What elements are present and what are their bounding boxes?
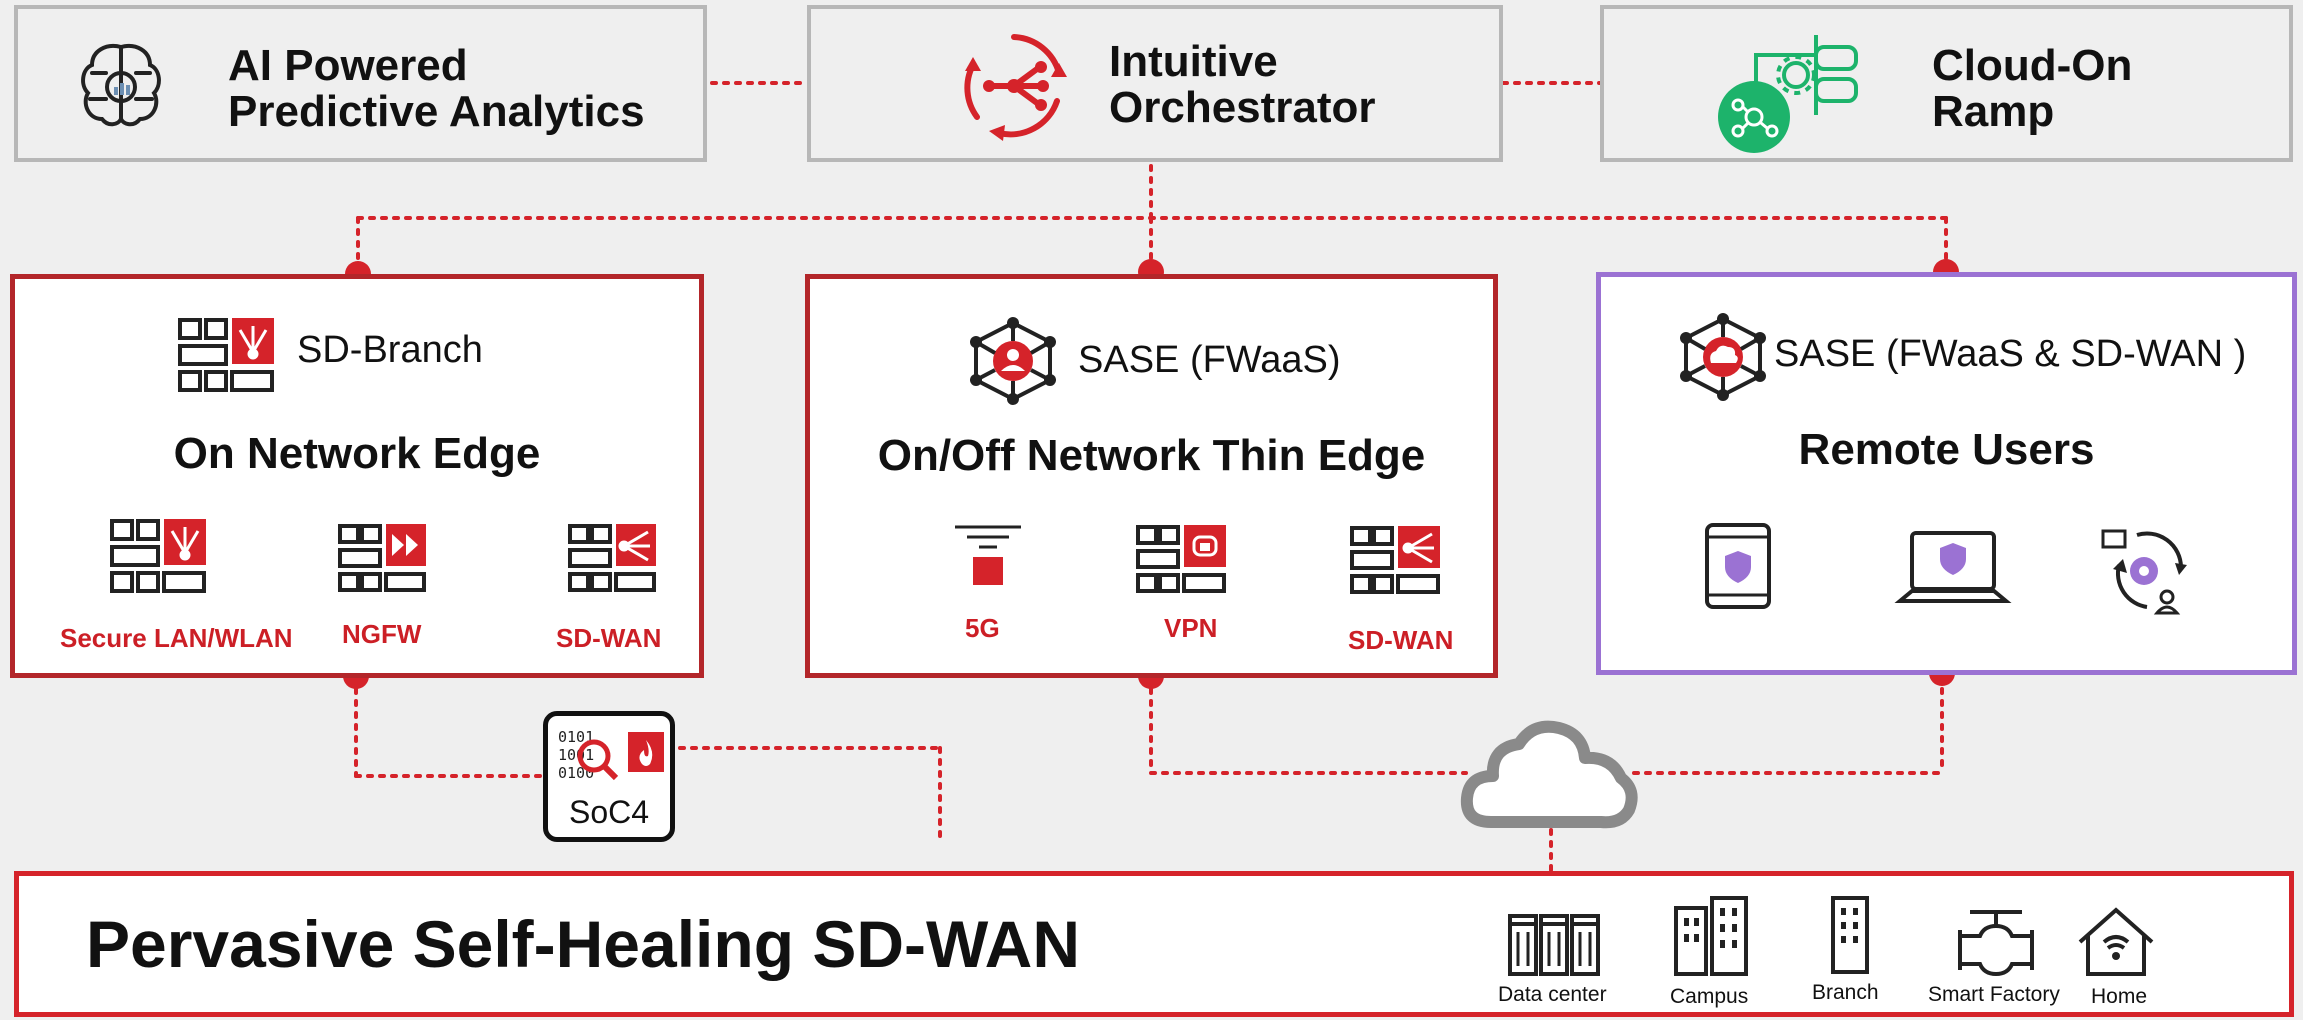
secure-lan-wlan-icon [110, 519, 206, 593]
user-settings-icon [2101, 529, 2187, 615]
sd-branch-panel: SD-Branch On Network Edge [10, 274, 704, 678]
cloud-onramp-icon [1718, 35, 1858, 153]
site-label-branch: Branch [1812, 981, 1879, 1004]
sase-fwaas-sdwan-title: SASE (FWaaS & SD-WAN ) [1774, 333, 2247, 375]
sd-wan-branch-icon [568, 524, 656, 592]
soc4-label: SoC4 [568, 794, 650, 830]
orchestrator-label: Intuitive Orchestrator [1109, 37, 1376, 132]
orchestrator-box: Intuitive Orchestrator [807, 5, 1503, 162]
campus-icon [1674, 896, 1748, 976]
ngfw-icon [338, 524, 426, 592]
sd-branch-heading: On Network Edge [173, 429, 541, 478]
remote-users-panel: SASE (FWaaS & SD-WAN ) Remote Users [1596, 272, 2297, 675]
sase-fwaas-title: SASE (FWaaS) [1078, 339, 1341, 381]
site-label-home: Home [2091, 985, 2148, 1008]
analytics-box: AI Powered Predictive Analytics [14, 5, 707, 162]
smart-factory-icon [1958, 910, 2034, 977]
cloud-onramp-box: Cloud-On Ramp [1600, 5, 2293, 162]
branch-building-icon [1831, 896, 1869, 974]
secure-lan-wlan-label: Secure LAN/WLAN [60, 623, 293, 653]
svg-text:1001: 1001 [558, 746, 594, 764]
sase-fwaas-sdwan-icon [1680, 313, 1766, 401]
tablet-icon [1705, 523, 1771, 609]
vpn-icon [1136, 525, 1226, 593]
svg-text:0101: 0101 [558, 728, 594, 746]
brain-analytics-icon [81, 44, 161, 127]
cloud-icon [1460, 720, 1638, 829]
site-label-campus: Campus [1670, 985, 1749, 1008]
laptop-icon [1894, 531, 2012, 603]
sd-wan-branch-label: SD-WAN [556, 623, 662, 653]
thin-edge-heading: On/Off Network Thin Edge [877, 431, 1426, 480]
bottom-title: Pervasive Self-Healing SD-WAN [86, 907, 1080, 981]
home-icon [2078, 907, 2154, 976]
site-label-data-center: Data center [1498, 983, 1607, 1006]
sd-branch-title: SD-Branch [297, 329, 483, 371]
sd-branch-icon [178, 318, 274, 392]
sd-wan-thin-edge-label: SD-WAN [1348, 625, 1454, 655]
sd-wan-bottom-box: Pervasive Self-Healing SD-WAN [14, 871, 2294, 1017]
site-label-smart-factory: Smart Factory [1928, 983, 2060, 1006]
thin-edge-panel: SASE (FWaaS) On/Off Network Thin Edge 5G… [805, 274, 1498, 678]
analytics-label: AI Powered Predictive Analytics [228, 41, 645, 136]
remote-users-heading: Remote Users [1798, 425, 2095, 474]
ngfw-label: NGFW [342, 619, 422, 649]
vpn-label: VPN [1164, 613, 1218, 643]
5g-icon [955, 525, 1021, 585]
data-center-icon [1508, 914, 1600, 976]
cloud-onramp-label: Cloud-On Ramp [1932, 41, 2133, 136]
sd-wan-thin-edge-icon [1350, 526, 1440, 594]
sase-fwaas-icon [970, 317, 1056, 405]
orchestrator-icon [964, 34, 1067, 141]
5g-label: 5G [965, 613, 1000, 643]
